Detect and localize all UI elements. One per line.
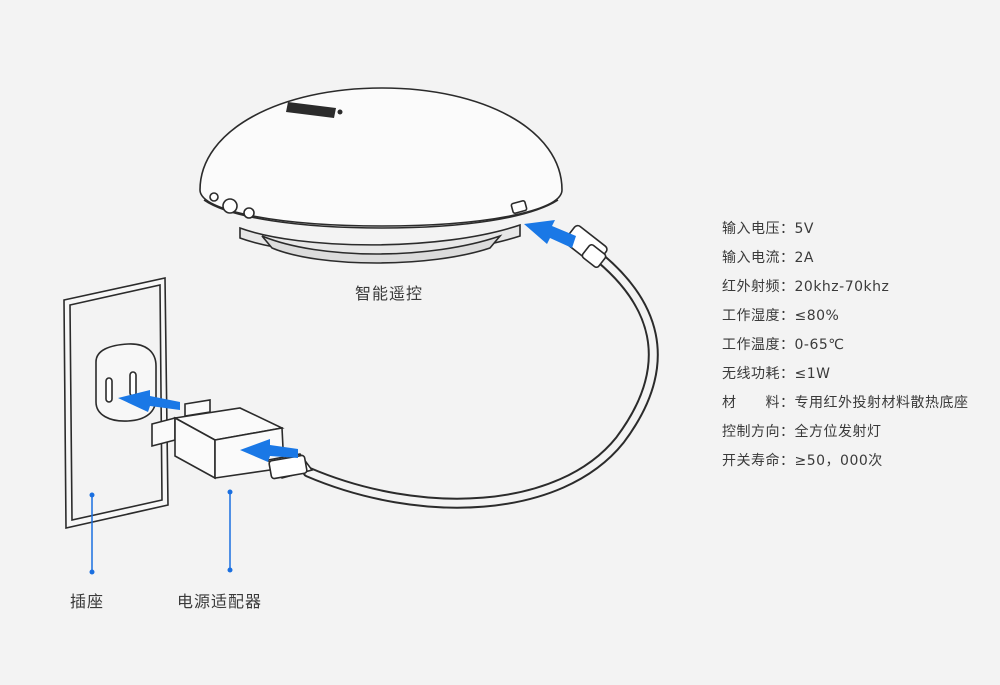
spec-key: 红外射频： [722,279,795,295]
spec-key: 材 料： [722,395,795,411]
spec-key: 输入电压： [722,221,795,237]
spec-key: 工作温度： [722,337,795,353]
arrow-into-socket [118,390,180,412]
spec-row: 工作温度：0-65℃ [722,334,969,363]
spec-row: 工作湿度：≤80% [722,305,969,334]
spec-value: 专用红外投射材料散热底座 [794,395,969,411]
wall-socket [63,277,169,529]
spec-row: 无线功耗：≤1W [722,363,969,392]
spec-row: 输入电压：5V [722,218,969,247]
spec-key: 输入电流： [722,250,795,266]
spec-value: 2A [794,250,814,266]
power-adapter [151,399,314,480]
spec-key: 控制方向： [722,424,795,440]
spec-row: 控制方向：全方位发射灯 [722,421,969,450]
spec-key: 无线功耗： [722,366,795,382]
spec-value: 0-65℃ [794,337,845,353]
socket-label: 插座 [70,592,105,611]
spec-row: 输入电流：2A [722,247,969,276]
spec-value: 20khz-70khz [794,279,890,295]
spec-value: ≤80% [794,308,840,324]
spec-key: 工作湿度： [722,308,795,324]
spec-value: ≥50，000次 [794,453,883,469]
device-plug [564,224,608,269]
adapter-label: 电源适配器 [177,592,263,611]
spec-row: 材 料：专用红外投射材料散热底座 [722,392,969,421]
spec-value: 全方位发射灯 [794,424,882,440]
arrow-into-adapter [240,439,298,462]
spec-value: ≤1W [794,366,831,382]
spec-value: 5V [794,221,814,237]
spec-row: 开关寿命：≥50，000次 [722,450,969,479]
device-label: 智能遥控 [355,284,424,303]
smart-remote-device [199,87,563,264]
arrow-into-device [524,220,576,248]
insert-arrows [118,220,576,462]
spec-key: 开关寿命： [722,453,795,469]
spec-row: 红外射频：20khz-70khz [722,276,969,305]
leader-lines [89,489,233,575]
usb-cable [302,252,659,509]
